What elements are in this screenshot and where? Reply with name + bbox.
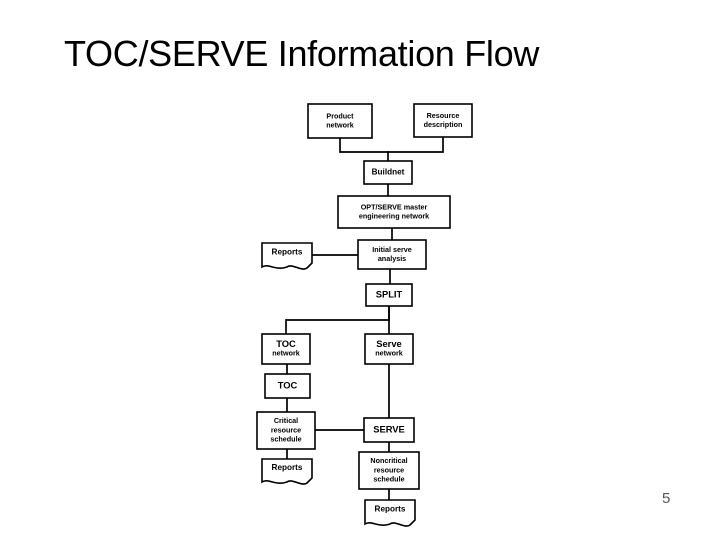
edge-product_network-to-buildnet — [339, 137, 389, 162]
node-split[interactable]: SPLIT — [365, 283, 413, 307]
box-shape — [337, 195, 451, 229]
box-shape — [261, 333, 311, 365]
node-reports_bottom[interactable]: Reports — [364, 499, 416, 527]
box-shape — [358, 451, 420, 490]
node-label: engineering network — [359, 212, 429, 221]
node-label: Initial serve — [372, 245, 412, 254]
node-label: analysis — [378, 254, 406, 263]
node-label: Reports — [272, 463, 303, 472]
page-title: TOC/SERVE Information Flow — [64, 33, 540, 74]
document-shape — [261, 242, 313, 270]
box-shape — [364, 333, 414, 365]
document-shape — [261, 458, 313, 485]
node-label: network — [272, 349, 300, 358]
box-shape — [365, 283, 413, 307]
edge-layer — [285, 136, 444, 501]
node-buildnet[interactable]: Buildnet — [363, 160, 413, 185]
node-label: Reports — [375, 505, 406, 514]
node-label: Buildnet — [372, 168, 405, 177]
node-label: resource — [374, 465, 404, 474]
node-label: schedule — [270, 435, 301, 444]
edge-split-to-toc_network — [285, 305, 390, 335]
node-layer: ProductnetworkResourcedescriptionBuildne… — [256, 103, 473, 527]
node-label: schedule — [373, 475, 404, 484]
node-label: Reports — [272, 248, 303, 257]
node-label: SERVE — [373, 423, 405, 434]
node-label: resource — [271, 425, 301, 434]
node-label: network — [375, 349, 403, 358]
node-reports_top[interactable]: Reports — [261, 242, 313, 270]
node-label: Resource — [427, 111, 460, 120]
box-shape — [307, 103, 373, 139]
node-label: network — [326, 121, 354, 130]
box-shape — [363, 417, 415, 443]
node-label: Serve — [376, 338, 402, 349]
node-reports_left[interactable]: Reports — [261, 458, 313, 485]
box-shape — [363, 160, 413, 185]
document-shape — [364, 499, 416, 527]
box-shape — [413, 103, 473, 138]
node-label: SPLIT — [376, 288, 403, 299]
node-label: Product — [326, 111, 354, 120]
node-label: TOC — [278, 379, 298, 390]
box-shape — [256, 411, 316, 450]
box-shape — [264, 373, 311, 399]
node-label: Noncritical — [370, 456, 407, 465]
page-number: 5 — [662, 490, 671, 507]
node-serve[interactable]: SERVE — [363, 417, 415, 443]
node-label: TOC — [276, 338, 296, 349]
node-label: description — [424, 120, 463, 129]
edge-resource_desc-to-buildnet — [387, 136, 444, 153]
node-toc[interactable]: TOC — [264, 373, 311, 399]
node-label: Critical — [274, 416, 298, 425]
node-label: OPT/SERVE master — [361, 202, 428, 211]
flowchart-svg: ProductnetworkResourcedescriptionBuildne… — [256, 103, 473, 527]
box-shape — [357, 239, 427, 270]
